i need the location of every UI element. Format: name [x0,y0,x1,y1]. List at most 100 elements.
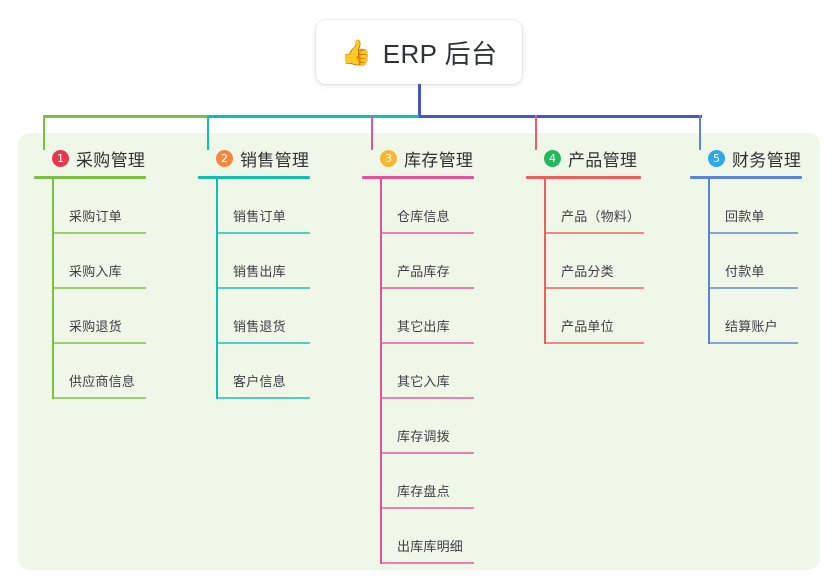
leaf-item-label: 其它出库 [397,319,450,334]
leaf-item-label: 仓库信息 [397,209,450,224]
leaf-item-label: 库存盘点 [397,484,450,499]
leaf-item-label: 付款单 [725,264,765,279]
leaf-item-rule [708,232,798,234]
leaf-item[interactable]: 付款单 [708,234,820,289]
branch-title: 产品管理 [568,150,638,170]
branch-header-3[interactable]: 3 库存管理 [362,146,512,170]
branch-spine [708,179,710,344]
leaf-item-label: 采购入库 [69,264,122,279]
leaf-item[interactable]: 其它入库 [380,344,512,399]
branch-item-list: 仓库信息产品库存其它出库其它入库库存调拨库存盘点出库库明细 [362,179,512,564]
leaf-item[interactable]: 产品（物料） [544,179,676,234]
leaf-item[interactable]: 采购入库 [52,234,184,289]
leaf-item-rule [708,287,798,289]
leaf-item[interactable]: 产品分类 [544,234,676,289]
leaf-item-label: 客户信息 [233,374,286,389]
leaf-item-label: 产品库存 [397,264,450,279]
leaf-item-label: 产品分类 [561,264,614,279]
leaf-item-label: 结算账户 [725,319,778,334]
leaf-item[interactable]: 其它出库 [380,289,512,344]
leaf-item-rule [544,287,644,289]
leaf-item[interactable]: 产品库存 [380,234,512,289]
branch-spine [380,179,382,564]
leaf-item-label: 销售退货 [233,319,286,334]
branch-item-list: 销售订单销售出库销售退货客户信息 [198,179,348,399]
leaf-item-label: 产品单位 [561,319,614,334]
leaf-item-label: 其它入库 [397,374,450,389]
leaf-item-rule [544,232,644,234]
leaf-item-rule [380,397,474,399]
root-stem-line [418,84,421,118]
connector-drop-2 [207,115,209,150]
leaf-item-rule [216,287,310,289]
leaf-item-label: 销售出库 [233,264,286,279]
leaf-item-rule [52,232,146,234]
leaf-item[interactable]: 回款单 [708,179,820,234]
branch-item-list: 产品（物料） 产品分类产品单位 [526,179,676,344]
leaf-item-label: 销售订单 [233,209,286,224]
branch-number-badge: 5 [708,149,725,167]
branch-header-5[interactable]: 5 财务管理 [690,146,820,170]
branch-title: 财务管理 [732,150,802,170]
leaf-item-rule [380,232,474,234]
branch-column-1: 1 采购管理采购订单采购入库采购退货供应商信息 [34,146,184,399]
connector-bar-segment-1 [43,115,208,118]
connector-drop-4 [535,115,537,150]
leaf-item[interactable]: 销售退货 [216,289,348,344]
branch-header-rule [362,176,474,179]
leaf-item-rule [380,342,474,344]
leaf-item-label: 回款单 [725,209,765,224]
leaf-item-label: 出库库明细 [397,539,464,554]
branch-spine [544,179,546,344]
branch-number-badge: 1 [52,149,69,167]
leaf-item[interactable]: 销售出库 [216,234,348,289]
branch-column-3: 3 库存管理仓库信息产品库存其它出库其它入库库存调拨库存盘点出库库明细 [362,146,512,564]
leaf-item-rule [216,232,310,234]
connector-drop-1 [43,115,45,150]
leaf-item[interactable]: 采购订单 [52,179,184,234]
leaf-item-rule [708,342,798,344]
branch-header-rule [690,176,802,179]
leaf-item[interactable]: 库存调拨 [380,399,512,454]
branch-title: 采购管理 [76,150,146,170]
leaf-item-label: 库存调拨 [397,429,450,444]
leaf-item[interactable]: 客户信息 [216,344,348,399]
leaf-item-rule [380,452,474,454]
leaf-item[interactable]: 供应商信息 [52,344,184,399]
branch-header-rule [526,176,641,179]
branch-title: 库存管理 [404,150,474,170]
leaf-item[interactable]: 销售订单 [216,179,348,234]
branch-item-list: 回款单付款单结算账户 [690,179,820,344]
branch-spine [216,179,218,399]
root-node[interactable]: 👍 ERP 后台 [316,20,522,84]
branch-header-rule [34,176,146,179]
connector-bar-segment-3 [419,115,702,118]
leaf-item-label: 产品（物料） [561,209,641,224]
leaf-item-label: 采购退货 [69,319,122,334]
leaf-item[interactable]: 出库库明细 [380,509,512,564]
leaf-item[interactable]: 结算账户 [708,289,820,344]
connector-bar-segment-2 [207,115,420,118]
leaf-item[interactable]: 产品单位 [544,289,676,344]
thumbs-up-icon: 👍 [340,37,372,67]
leaf-item-rule [52,287,146,289]
leaf-item-rule [380,562,474,564]
branch-column-5: 5 财务管理回款单付款单结算账户 [690,146,820,344]
branch-spine [52,179,54,399]
root-node-content: 👍 ERP 后台 [341,34,498,71]
leaf-item[interactable]: 库存盘点 [380,454,512,509]
branch-header-rule [198,176,310,179]
leaf-item[interactable]: 仓库信息 [380,179,512,234]
branch-number-badge: 3 [380,149,397,167]
branch-header-1[interactable]: 1 采购管理 [34,146,184,170]
connector-drop-3 [371,115,373,150]
connector-drop-5 [699,115,701,150]
leaf-item-rule [52,342,146,344]
branch-item-list: 采购订单采购入库采购退货供应商信息 [34,179,184,399]
leaf-item[interactable]: 采购退货 [52,289,184,344]
branch-number-badge: 2 [216,149,233,167]
